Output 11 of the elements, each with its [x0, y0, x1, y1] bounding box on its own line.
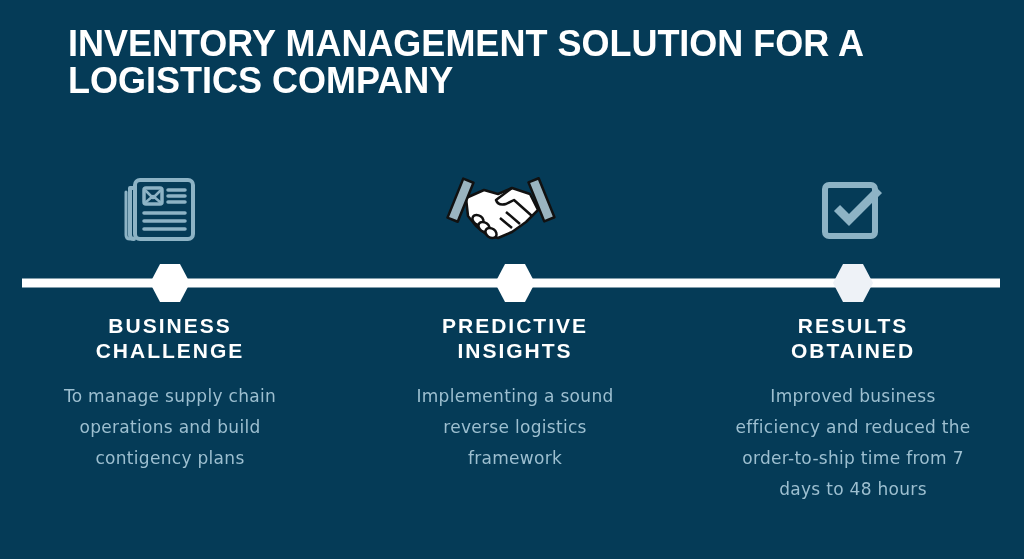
- step-heading: RESULTS OBTAINED: [789, 313, 917, 363]
- step-description: Improved business efficiency and reduced the order-to-ship time from 7 days to 48 hours: [734, 385, 972, 501]
- step-description: To manage supply chain operations and build contigency plans: [62, 385, 278, 470]
- step-heading: PREDICTIVE INSIGHTS: [441, 313, 589, 363]
- step-heading: BUSINESS CHALLENGE: [94, 313, 246, 363]
- connector-line: [187, 278, 498, 288]
- connector-line: [22, 278, 153, 288]
- connector-line: [532, 278, 836, 288]
- title: INVENTORY MANAGEMENT SOLUTION FOR A LOGISTICS COMPANY: [68, 25, 864, 99]
- connector-line: [870, 278, 1000, 288]
- step-description: Implementing a sound reverse logistics framework: [415, 385, 615, 470]
